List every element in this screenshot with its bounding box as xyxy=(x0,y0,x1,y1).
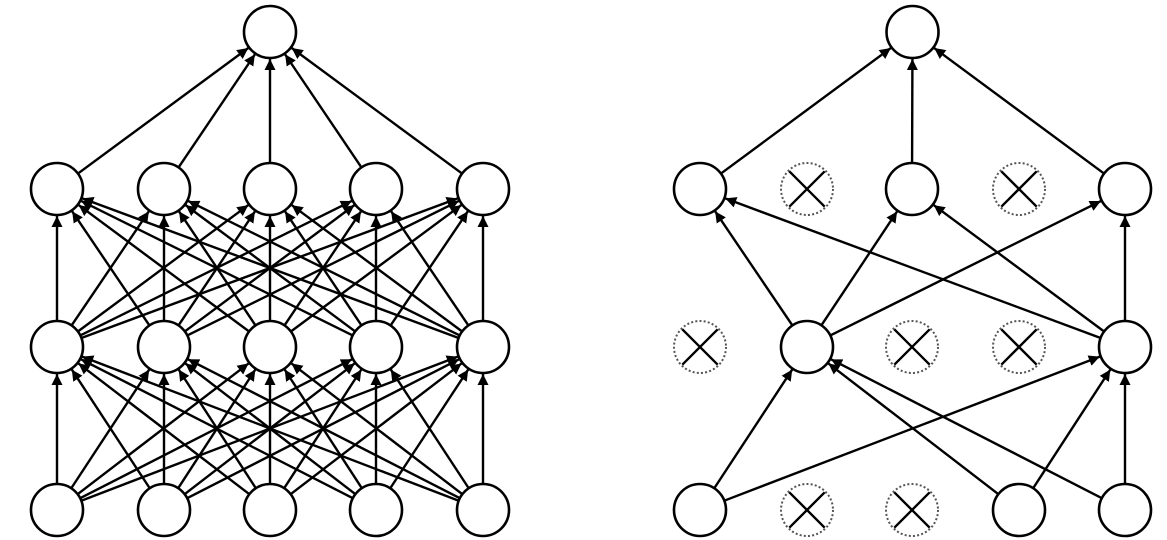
connection-arrow xyxy=(830,358,1103,500)
neuron xyxy=(136,482,192,538)
dropped-neuron xyxy=(992,320,1046,374)
dropped-neuron xyxy=(885,320,939,374)
connection-arrow xyxy=(187,358,461,500)
connection-arrow xyxy=(70,368,151,489)
connection-arrow xyxy=(827,362,1000,496)
neuron xyxy=(348,161,404,217)
cross-mark xyxy=(681,328,719,366)
neuron xyxy=(242,482,298,538)
connection-arrow xyxy=(80,358,354,500)
neurons xyxy=(672,4,1153,538)
neuron xyxy=(672,482,728,538)
connection-arrow xyxy=(820,210,899,327)
neuron xyxy=(29,161,85,217)
connection-arrow xyxy=(77,204,250,333)
connection-arrow xyxy=(713,368,794,489)
neuron xyxy=(885,4,940,60)
cross-mark xyxy=(1000,328,1038,366)
neuron xyxy=(29,482,85,538)
neuron xyxy=(1097,482,1153,538)
dropped-neuron xyxy=(780,483,834,537)
dropped-neuron xyxy=(885,483,939,537)
neuron xyxy=(455,161,511,217)
neuron xyxy=(1097,319,1153,375)
neuron xyxy=(455,482,511,538)
neuron xyxy=(884,161,940,217)
connection-arrow xyxy=(290,362,464,496)
neuron xyxy=(242,4,298,60)
neuron xyxy=(242,319,298,375)
connection-arrow xyxy=(933,47,1105,175)
neuron xyxy=(455,319,511,375)
connection-arrow xyxy=(290,204,463,333)
connection-arrow xyxy=(932,204,1105,333)
connection-arrow xyxy=(724,197,1102,340)
connection-arrow xyxy=(187,199,461,337)
cross-mark xyxy=(788,170,826,208)
connection-arrow xyxy=(80,199,354,337)
neuron xyxy=(29,319,85,375)
dropped-neuron xyxy=(673,320,727,374)
connection-arrow xyxy=(1032,368,1112,489)
neurons xyxy=(29,4,511,538)
connection-arrow xyxy=(77,362,251,496)
neuron xyxy=(779,319,835,375)
connection-arrow xyxy=(77,47,249,175)
connection-arrow xyxy=(829,199,1102,337)
neuron xyxy=(991,482,1047,538)
connection-arrow xyxy=(291,47,463,175)
edges xyxy=(713,47,1131,502)
neuron xyxy=(348,482,404,538)
connection-arrow xyxy=(81,355,460,502)
cross-mark xyxy=(1000,170,1038,208)
connection-arrow xyxy=(389,368,470,489)
dropout-network xyxy=(672,4,1153,538)
connection-arrow xyxy=(177,53,256,169)
dropped-neuron xyxy=(780,162,834,216)
connection-arrow xyxy=(714,210,794,327)
dropped-neuron xyxy=(992,162,1046,216)
connection-arrow xyxy=(720,47,892,175)
neuron xyxy=(348,319,404,375)
neuron xyxy=(1097,161,1153,217)
neuron xyxy=(672,161,728,217)
connection-arrow xyxy=(284,53,363,169)
cross-mark xyxy=(893,491,931,529)
neuron xyxy=(136,161,192,217)
neuron xyxy=(136,319,192,375)
edges xyxy=(51,47,489,502)
connection-arrow xyxy=(390,210,470,327)
cross-mark xyxy=(893,328,931,366)
connection-arrow xyxy=(71,210,151,327)
cross-mark xyxy=(788,491,826,529)
connection-arrow xyxy=(81,197,460,340)
standard-network xyxy=(29,4,511,538)
neuron xyxy=(242,161,298,217)
